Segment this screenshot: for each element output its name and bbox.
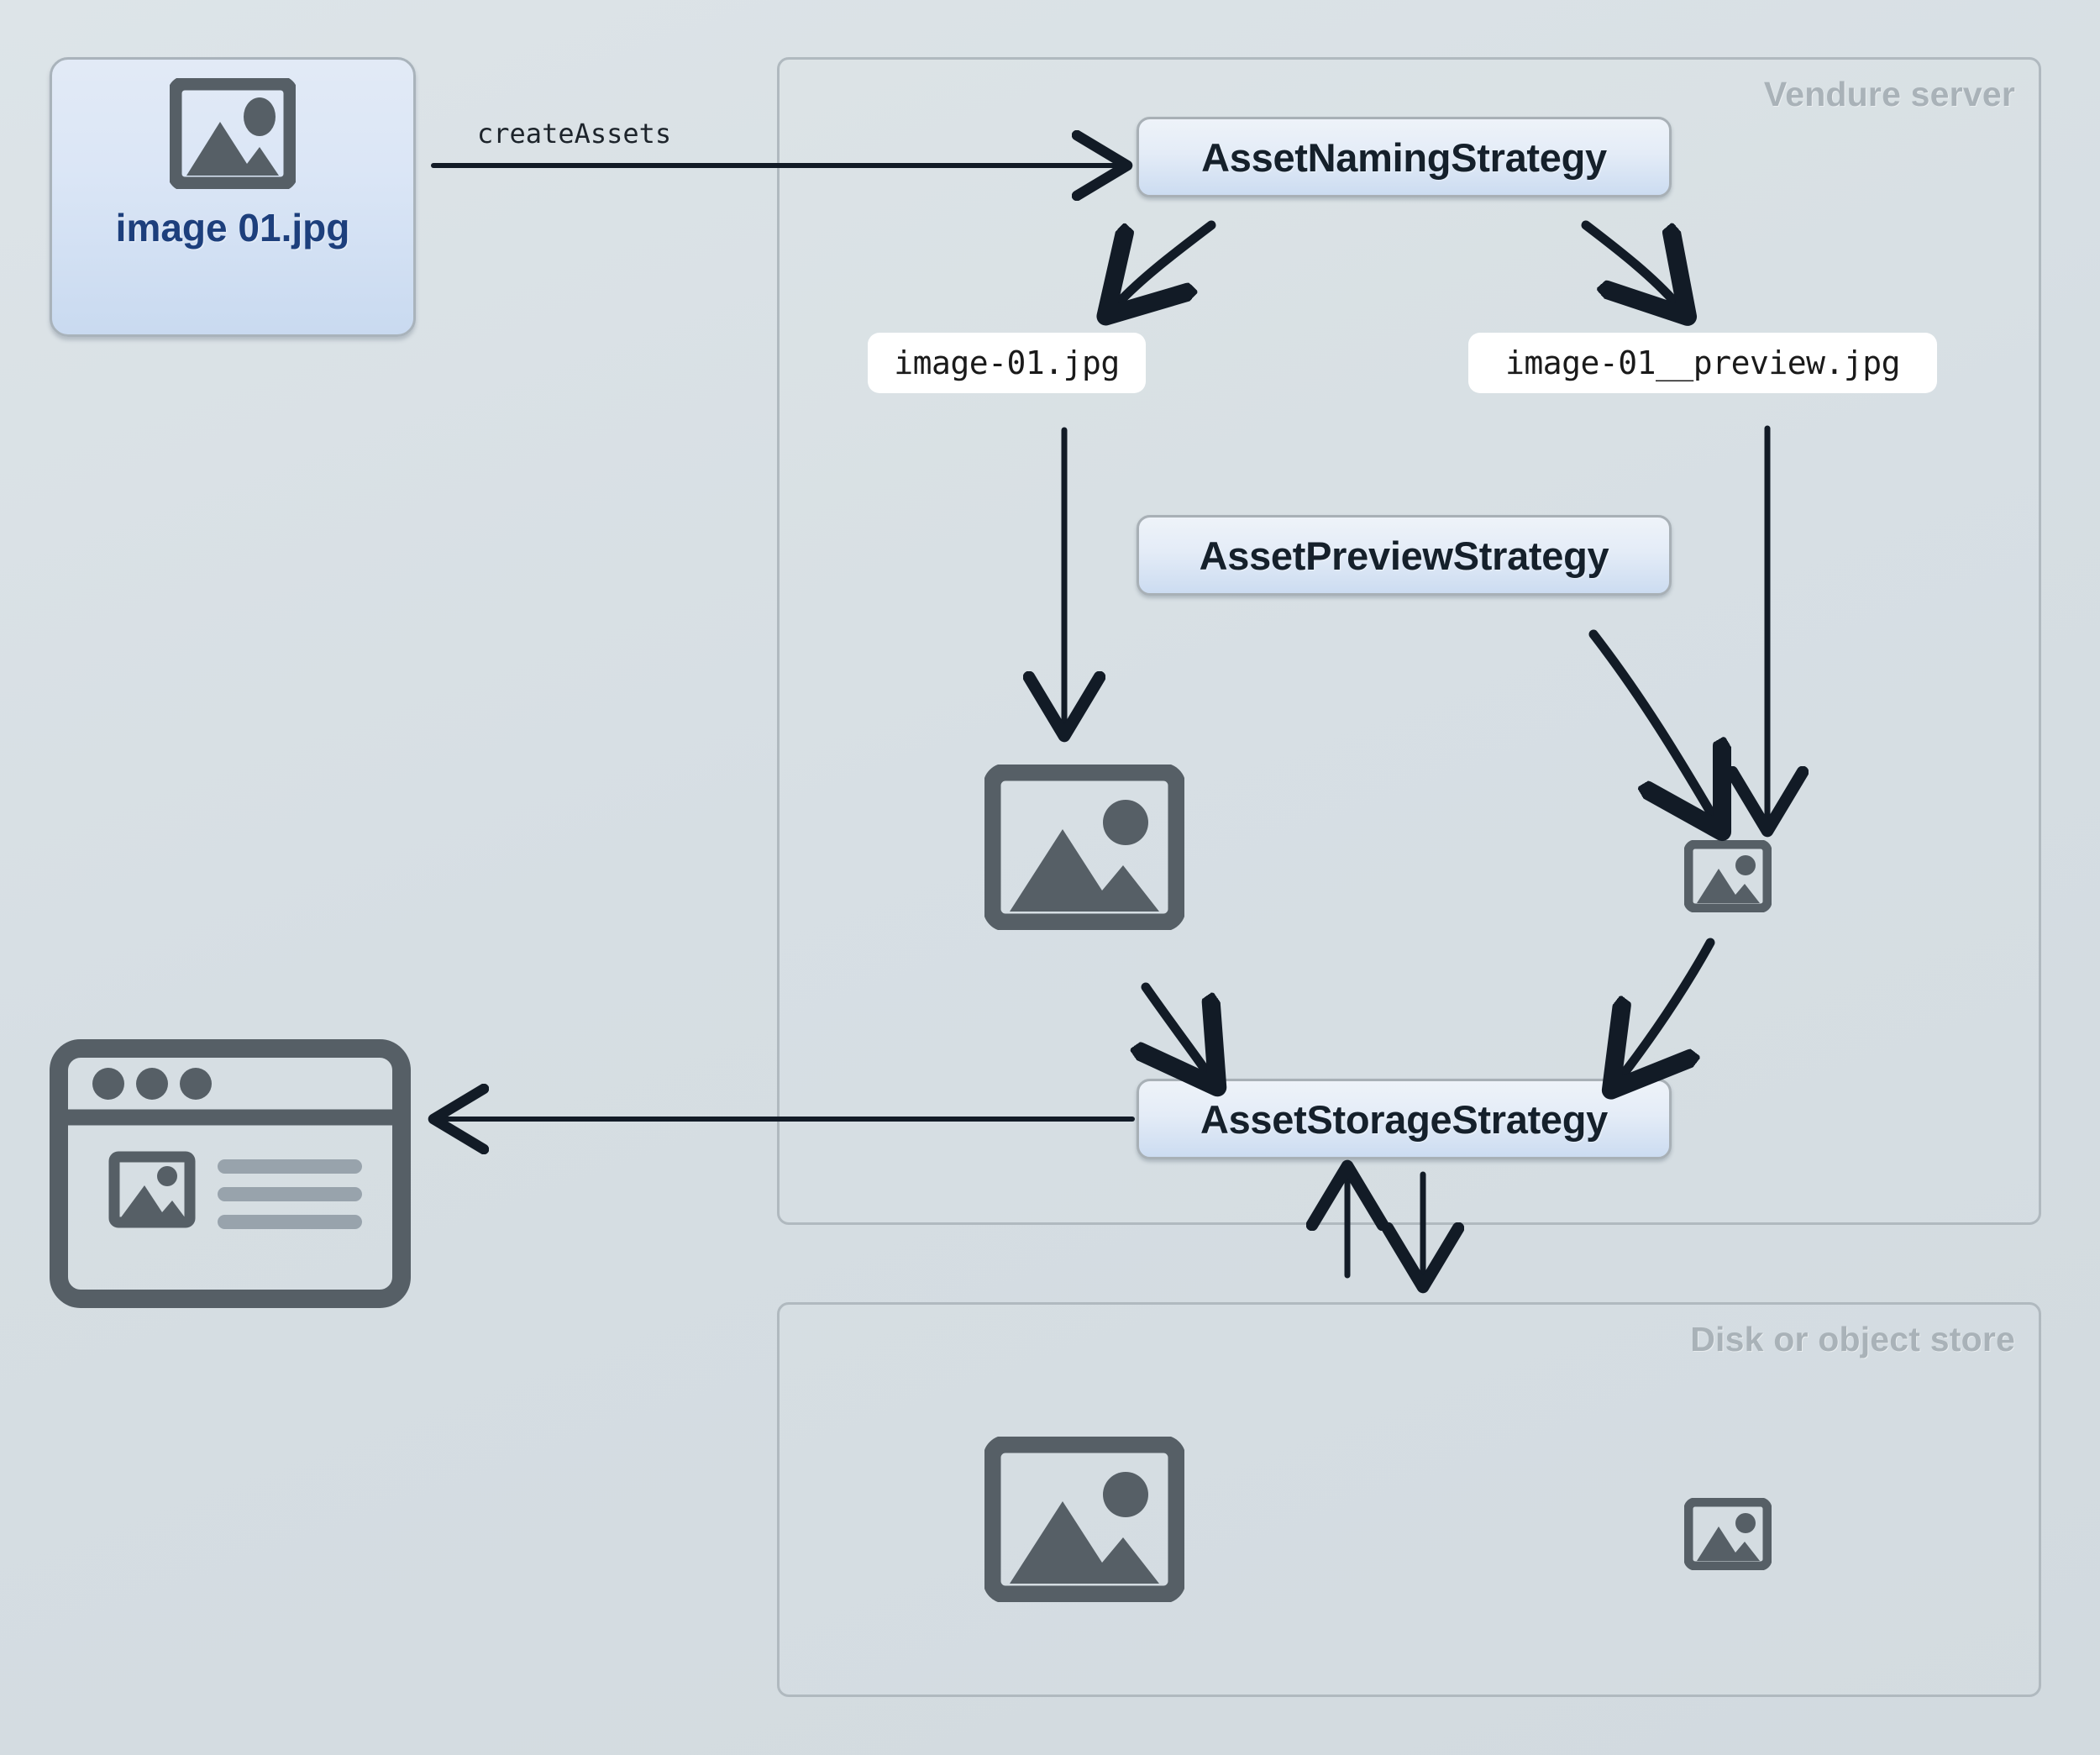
source-asset-card[interactable]: image 01.jpg bbox=[50, 57, 416, 337]
source-asset-filename: image 01.jpg bbox=[115, 206, 350, 250]
asset-naming-strategy-label: AssetNamingStrategy bbox=[1201, 134, 1607, 180]
asset-preview-strategy-label: AssetPreviewStrategy bbox=[1199, 533, 1609, 578]
asset-storage-strategy-box[interactable]: AssetStorageStrategy bbox=[1137, 1079, 1672, 1159]
vendure-server-label: Vendure server bbox=[1763, 75, 2015, 113]
preview-image-icon-server bbox=[1683, 839, 1772, 913]
vendure-server-container: Vendure server bbox=[777, 57, 2041, 1225]
asset-image-icon-store bbox=[983, 1435, 1186, 1604]
asset-preview-strategy-box[interactable]: AssetPreviewStrategy bbox=[1137, 515, 1672, 596]
browser-window-icon bbox=[50, 1039, 411, 1308]
filename-original-label: image-01.jpg bbox=[894, 344, 1120, 381]
filename-chip-original: image-01.jpg bbox=[868, 333, 1146, 393]
image-placeholder-icon bbox=[167, 76, 298, 193]
asset-storage-strategy-label: AssetStorageStrategy bbox=[1200, 1096, 1609, 1142]
asset-image-icon-server bbox=[983, 763, 1186, 932]
disk-or-object-store-container: Disk or object store bbox=[777, 1302, 2041, 1697]
asset-naming-strategy-box[interactable]: AssetNamingStrategy bbox=[1137, 117, 1672, 197]
filename-chip-preview: image-01__preview.jpg bbox=[1468, 333, 1937, 393]
filename-preview-label: image-01__preview.jpg bbox=[1505, 344, 1900, 381]
disk-or-object-store-label: Disk or object store bbox=[1690, 1320, 2015, 1358]
preview-image-icon-store bbox=[1683, 1497, 1772, 1571]
create-assets-edge-label: createAssets bbox=[477, 118, 672, 150]
